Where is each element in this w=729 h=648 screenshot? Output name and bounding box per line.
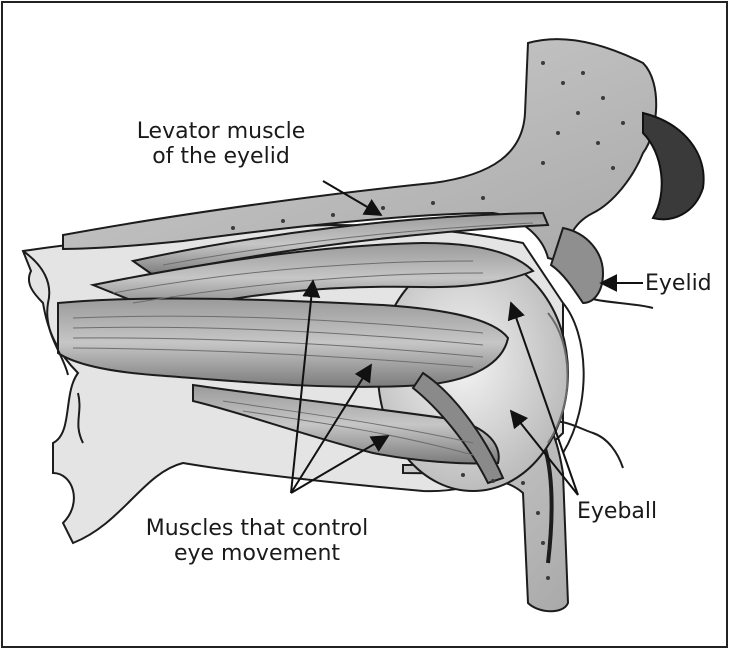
muscles-label-line2: eye movement bbox=[107, 541, 407, 566]
levator-label-line1: Levator muscle bbox=[111, 119, 331, 144]
eyebrow-tissue bbox=[643, 113, 704, 219]
eye-movement-muscles-label: Muscles that control eye movement bbox=[107, 516, 407, 566]
upper-eyelid-shape bbox=[551, 228, 603, 303]
levator-muscle-label: Levator muscle of the eyelid bbox=[111, 119, 331, 169]
eyeball-label: Eyeball bbox=[577, 499, 657, 524]
levator-label-line2: of the eyelid bbox=[111, 144, 331, 169]
muscles-label-line1: Muscles that control bbox=[107, 516, 407, 541]
eyelid-label: Eyelid bbox=[645, 271, 712, 296]
